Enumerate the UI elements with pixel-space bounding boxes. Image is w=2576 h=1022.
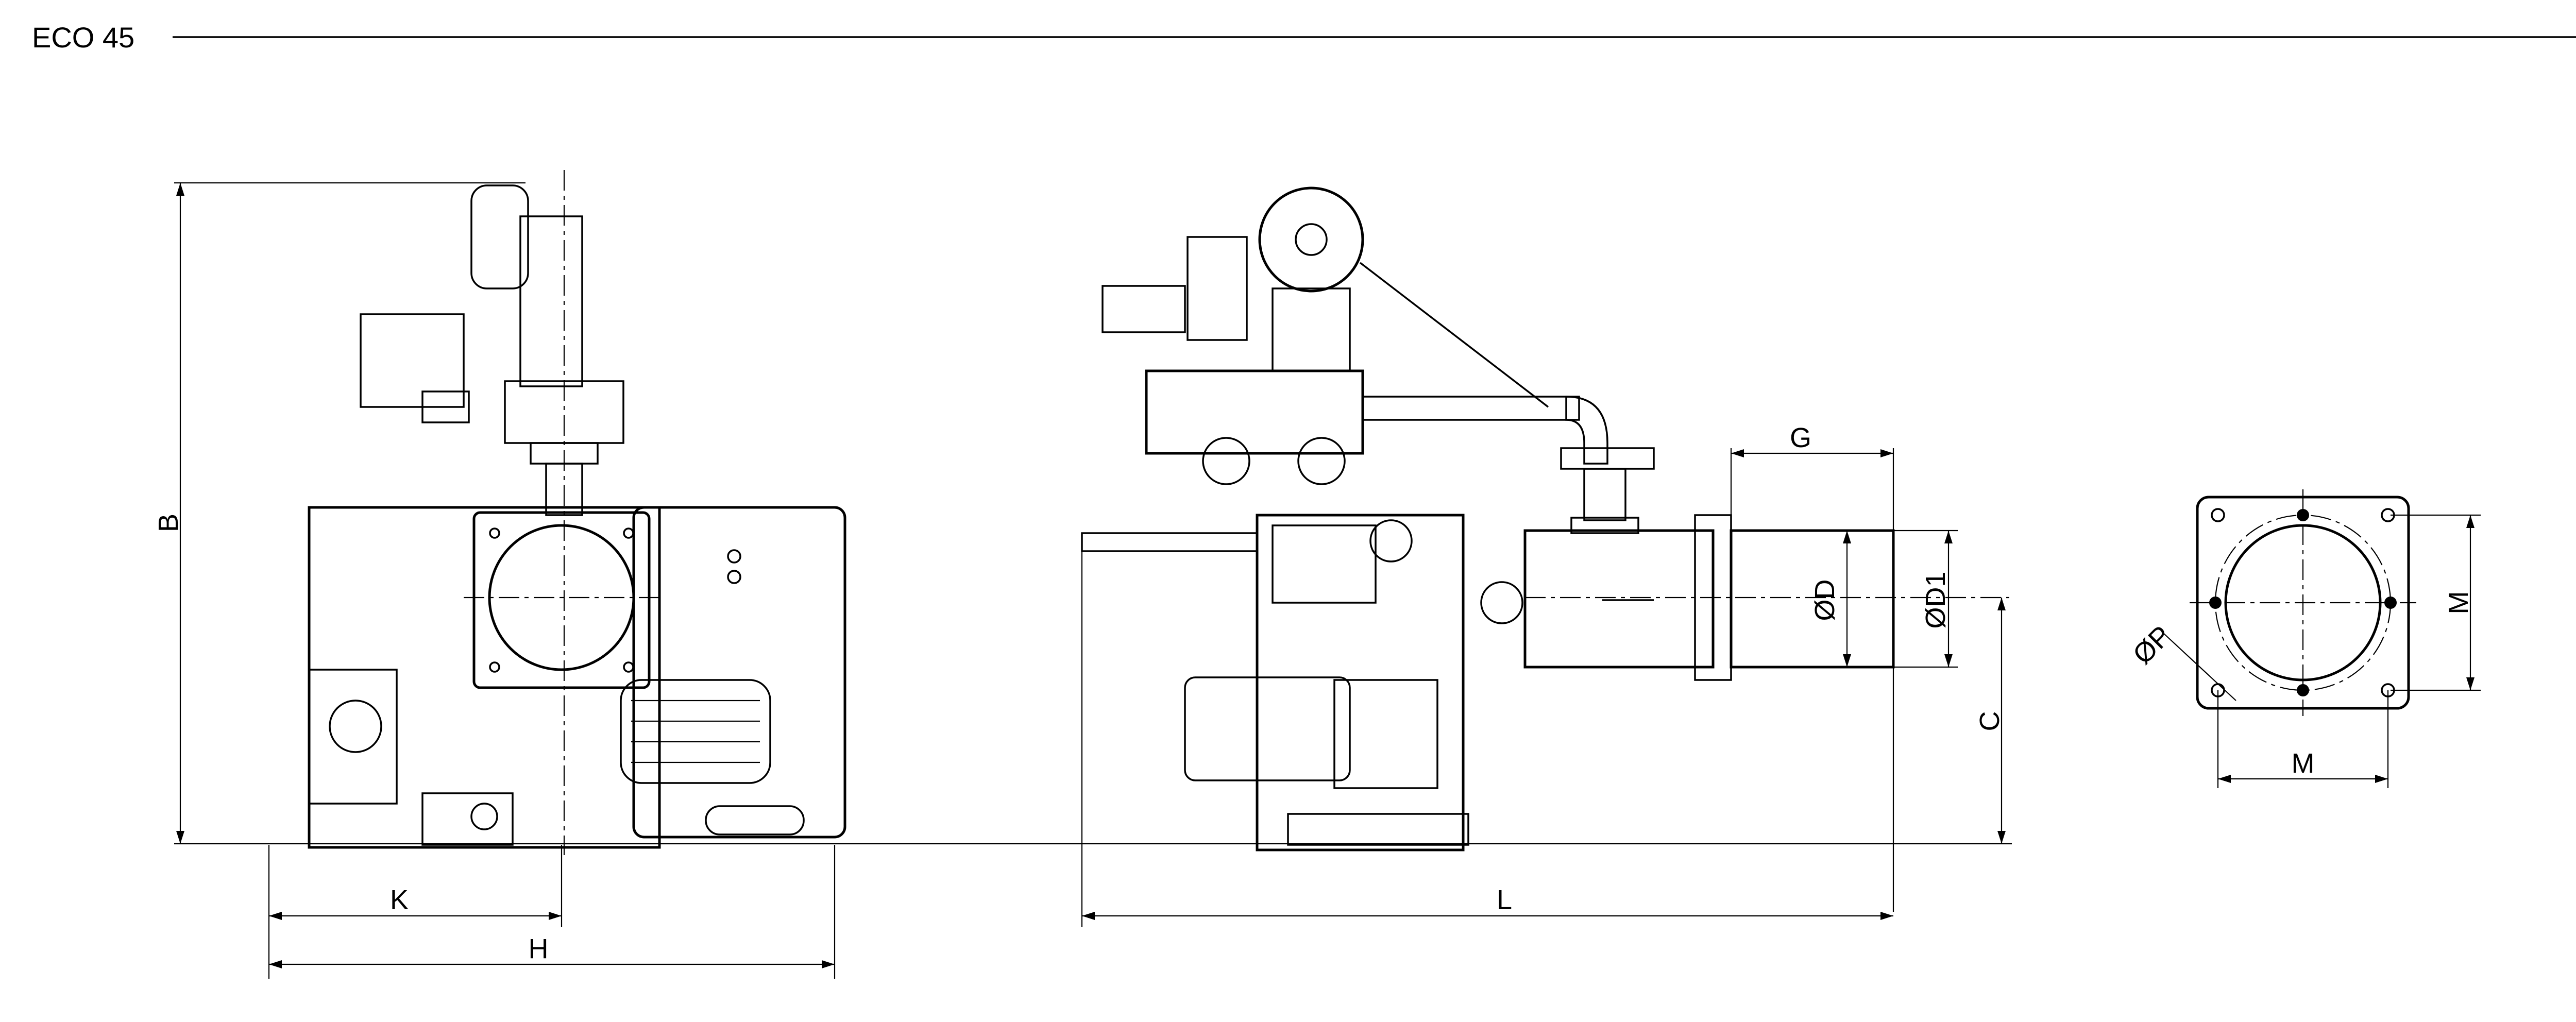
dim-label-m-horizontal: M (2292, 748, 2315, 779)
fan-motor-side (1184, 676, 1351, 781)
dim-label-g: G (1790, 422, 1811, 453)
arrow-g-left (1731, 449, 1744, 457)
arrow-m-h-right (2375, 775, 2388, 783)
gas-pipe-riser (1583, 468, 1626, 521)
flange-view: ØP M M (2127, 489, 2481, 788)
flange-bolt-2 (623, 527, 634, 539)
dim-label-d: ØD (1809, 580, 1840, 621)
dim-label-k: K (390, 884, 409, 915)
flange-hole-right (2384, 597, 2397, 609)
blast-tube-head (1523, 529, 1715, 669)
flange-bolt-1 (489, 527, 500, 539)
side-view: G ØD ØD1 C L (1081, 186, 2009, 927)
valve-dome-left (1202, 437, 1250, 485)
actuator-box (360, 313, 465, 408)
sensing-rod (1359, 262, 1549, 408)
solenoid-body (1187, 236, 1248, 341)
burner-base (1287, 813, 1469, 846)
flange-bolt-3 (489, 661, 500, 673)
arrow-g-right (1880, 449, 1893, 457)
dim-label-b: B (153, 514, 184, 532)
valve-upper-body (1272, 287, 1351, 372)
arrow-b-top (176, 183, 184, 196)
housing-port-1 (727, 549, 741, 564)
burner-housing-left (308, 506, 661, 849)
arrow-h-right (822, 960, 835, 968)
front-view: B (153, 170, 2012, 979)
arrow-b-bottom (176, 831, 184, 844)
dim-label-p: ØP (2127, 620, 2177, 670)
flange-hole-bottom (2297, 684, 2309, 696)
arrow-d-top (1843, 531, 1851, 543)
gas-pipe-horizontal (1362, 396, 1580, 421)
arrow-d1-top (1944, 531, 1953, 543)
drawing-title: ECO 45 (32, 21, 134, 54)
pressure-gauge-1 (1369, 519, 1413, 563)
flange-hole-top (2297, 509, 2309, 521)
flange-bolt-4 (623, 661, 634, 673)
gas-pipe-flange-lower (1570, 517, 1639, 534)
flange-hole-left (2209, 597, 2222, 609)
pressure-gauge-2 (1480, 581, 1523, 624)
valve-body-upper (519, 215, 583, 387)
gas-pipe-elbow (1565, 396, 1608, 465)
dim-line-p (2163, 633, 2236, 701)
flange-corner-hole-1 (2211, 508, 2225, 522)
arrow-m-h-left (2218, 775, 2231, 783)
arrow-k-right (549, 912, 562, 920)
actuator-plug (421, 390, 470, 423)
solenoid-connector (1101, 285, 1186, 333)
motor-housing (632, 506, 846, 839)
dim-label-l: L (1497, 884, 1512, 915)
arrow-c-top (1997, 598, 2006, 610)
dim-label-h: H (529, 933, 549, 964)
air-damper-box (421, 792, 514, 846)
oil-lance (1081, 532, 1258, 552)
burner-body (1256, 514, 1465, 851)
dim-label-d1: ØD1 (1920, 571, 1951, 628)
arrow-m-v-bottom (2466, 677, 2475, 690)
mounting-flange-plate (472, 511, 651, 689)
pressure-switch (470, 184, 529, 289)
valve-dome-right (1297, 437, 1346, 485)
arrow-l-left (1082, 912, 1095, 920)
arrow-d-bottom (1843, 654, 1851, 667)
arrow-d1-bottom (1944, 654, 1953, 667)
oil-pump-port (329, 700, 382, 753)
dim-label-c: C (1974, 711, 2005, 731)
actuator-drum-center (1295, 223, 1328, 256)
arrow-k-left (269, 912, 282, 920)
damper-indicator (470, 803, 498, 830)
actuator-drum (1258, 186, 1364, 293)
arrow-l-right (1880, 912, 1893, 920)
gas-valve-block (1145, 369, 1364, 455)
oil-pump (308, 669, 398, 805)
fan-motor (620, 679, 771, 784)
motor-coupling (1333, 679, 1438, 789)
dim-label-m-vertical: M (2443, 591, 2474, 615)
arrow-m-v-top (2466, 515, 2475, 528)
control-panel (1272, 524, 1377, 604)
housing-slot (705, 805, 805, 836)
arrow-c-bottom (1997, 831, 2006, 844)
arrow-h-left (269, 960, 282, 968)
housing-port-2 (727, 570, 741, 584)
